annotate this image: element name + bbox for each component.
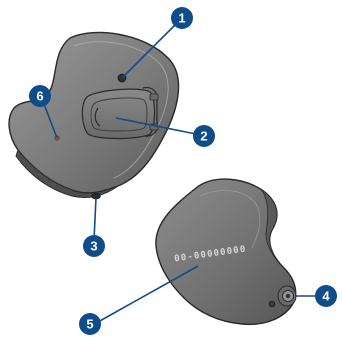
callout-3: 3 — [83, 235, 105, 257]
callout-4: 4 — [315, 285, 337, 307]
battery-door — [82, 87, 158, 138]
callout-6: 6 — [29, 85, 51, 107]
callout-3-label: 3 — [90, 239, 97, 254]
callout-5: 5 — [79, 313, 101, 335]
hearing-aid-shell-view: 00-00000000 — [156, 179, 296, 324]
callout-1: 1 — [171, 7, 193, 29]
callout-4-label: 4 — [322, 289, 330, 304]
callout-1-label: 1 — [178, 11, 185, 26]
callout-2: 2 — [193, 125, 215, 147]
leader-line-3 — [94, 198, 96, 240]
hearing-aid-faceplate-view — [9, 32, 178, 199]
callout-2-label: 2 — [200, 129, 207, 144]
callout-5-label: 5 — [86, 317, 93, 332]
callout-6-label: 6 — [36, 89, 43, 104]
